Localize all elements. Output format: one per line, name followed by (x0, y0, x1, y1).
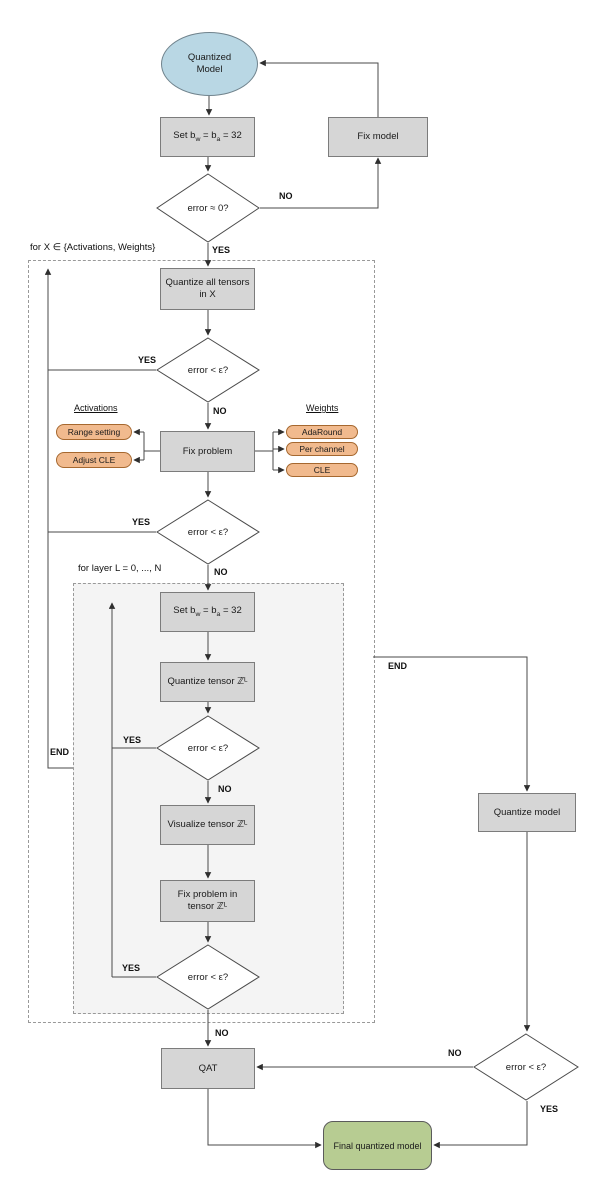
yes-label-5: YES (122, 963, 141, 973)
set-bits-layer-box: Set bw = ba = 32 (160, 592, 255, 632)
yes-label-6: YES (540, 1104, 559, 1114)
final-quantized-model-label: Final quantized model (333, 1140, 422, 1151)
no-label-1: NO (279, 191, 293, 201)
qat-label: QAT (198, 1062, 218, 1074)
error-eps-decision-5: error < ε? (473, 1033, 579, 1101)
fix-model-box: Fix model (328, 117, 428, 157)
error-eps-label-1: error < ε? (187, 364, 229, 376)
per-channel-label: Per channel (299, 444, 345, 454)
yes-label-4: YES (123, 735, 142, 745)
yes-label-3: YES (132, 517, 151, 527)
error-eps-label-4: error < ε? (187, 971, 229, 983)
activations-group-caption: Activations (74, 403, 118, 413)
range-setting-label: Range setting (67, 427, 121, 437)
fix-problem-box: Fix problem (160, 431, 255, 472)
set-bits-layer-label: Set bw = ba = 32 (173, 604, 242, 618)
error-eps-label-5: error < ε? (505, 1061, 547, 1073)
visualize-tensor-label: Visualize tensor ℤᴸ (167, 819, 248, 831)
adaround-label: AdaRound (301, 427, 343, 437)
inner-loop-caption: for layer L = 0, ..., N (78, 563, 162, 574)
outer-loop-caption: for X ∈ {Activations, Weights} (30, 242, 156, 253)
adaround-pill: AdaRound (286, 425, 358, 439)
quantize-tensor-box: Quantize tensor ℤᴸ (160, 662, 255, 702)
error-zero-decision: error ≈ 0? (156, 173, 260, 243)
fix-problem-label: Fix problem (182, 445, 233, 457)
no-label-2: NO (213, 406, 227, 416)
error-eps-decision-1: error < ε? (156, 337, 260, 403)
outer-loop-region (28, 260, 375, 1023)
error-eps-decision-2: error < ε? (156, 499, 260, 565)
adjust-cle-label: Adjust CLE (72, 455, 116, 465)
yes-label-2: YES (138, 355, 157, 365)
quantize-tensor-label: Quantize tensor ℤᴸ (167, 676, 248, 688)
visualize-tensor-box: Visualize tensor ℤᴸ (160, 805, 255, 845)
weights-group-caption: Weights (306, 403, 339, 413)
error-zero-label: error ≈ 0? (187, 202, 229, 214)
no-label-3: NO (214, 567, 228, 577)
error-eps-decision-4: error < ε? (156, 944, 260, 1010)
quantize-model-box: Quantize model (478, 793, 576, 832)
error-eps-label-3: error < ε? (187, 742, 229, 754)
cle-label: CLE (313, 465, 331, 475)
yes-label-1: YES (212, 245, 231, 255)
error-eps-label-2: error < ε? (187, 526, 229, 538)
quantize-model-label: Quantize model (493, 806, 561, 818)
end-label-left: END (50, 747, 70, 757)
range-setting-pill: Range setting (56, 424, 132, 440)
no-label-6: NO (448, 1048, 462, 1058)
qat-box: QAT (161, 1048, 255, 1089)
no-label-5: NO (215, 1028, 229, 1038)
error-eps-decision-3: error < ε? (156, 715, 260, 781)
set-bits-top-label: Set bw = ba = 32 (173, 129, 242, 143)
final-quantized-model-box: Final quantized model (323, 1121, 432, 1170)
cle-pill: CLE (286, 463, 358, 477)
no-label-4: NO (218, 784, 232, 794)
set-bits-top-box: Set bw = ba = 32 (160, 117, 255, 157)
adjust-cle-pill: Adjust CLE (56, 452, 132, 468)
end-label-right: END (388, 661, 408, 671)
fix-model-label: Fix model (357, 131, 399, 143)
per-channel-pill: Per channel (286, 442, 358, 456)
